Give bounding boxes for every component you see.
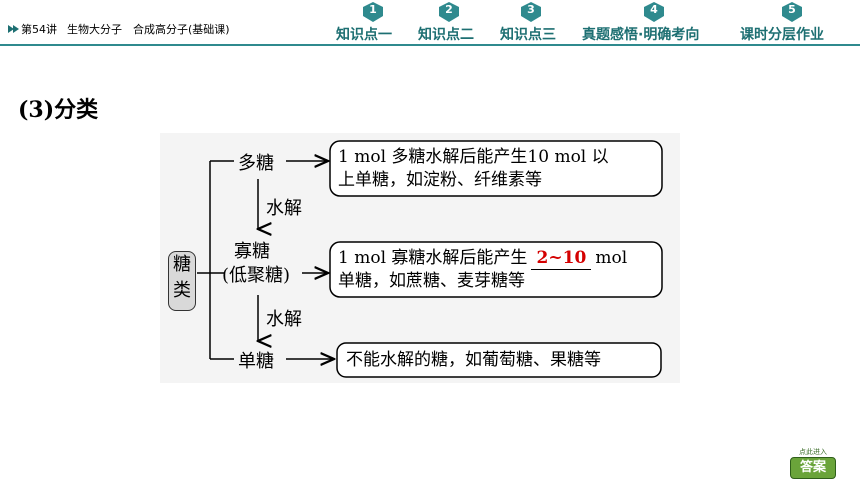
answer-hint: 点此进入 [799, 448, 827, 456]
answer-blank: 2~10 [531, 247, 592, 270]
category-box-sugar: 糖 类 [168, 251, 196, 311]
diagram-connectors [197, 140, 663, 378]
tab-homework[interactable]: 5 课时分层作业 [740, 0, 852, 46]
tab-label: 课时分层作业 [740, 27, 824, 43]
oligosaccharide-desc-line2: 单糖，如蔗糖、麦芽糖等 [338, 271, 525, 291]
tab-knowledge-point-1[interactable]: 1 知识点一 [336, 0, 410, 46]
hydrolysis-label: 水解 [266, 309, 302, 330]
tab-knowledge-point-2[interactable]: 2 知识点二 [418, 0, 492, 46]
number-badge-icon: 4 [642, 1, 666, 23]
number-badge-icon: 2 [437, 1, 461, 23]
header-divider [0, 44, 860, 46]
tab-label: 知识点一 [336, 27, 392, 43]
desc-text: mol [595, 248, 628, 268]
node-polysaccharide: 多糖 [238, 153, 274, 174]
breadcrumb: 第54讲 生物大分子 合成高分子(基础课) [8, 21, 230, 37]
tab-label: 真题感悟·明确考向 [582, 27, 700, 43]
double-play-icon [8, 25, 19, 33]
category-char: 糖 [173, 254, 191, 275]
node-oligosaccharide: 寡糖 [234, 241, 270, 262]
monosaccharide-desc: 不能水解的糖，如葡萄糖、果糖等 [346, 350, 601, 370]
tab-exam-insight[interactable]: 4 真题感悟·明确考向 [582, 0, 730, 46]
tab-knowledge-point-3[interactable]: 3 知识点三 [500, 0, 574, 46]
node-oligosaccharide-alt: (低聚糖) [222, 265, 291, 286]
tab-label: 知识点三 [500, 27, 556, 43]
answer-label: 答案 [790, 457, 836, 479]
tab-label: 知识点二 [418, 27, 474, 43]
show-answer-button[interactable]: 点此进入 答案 [786, 447, 840, 479]
lecture-topic: 生物大分子 合成高分子(基础课) [67, 23, 230, 36]
polysaccharide-desc-line2: 上单糖，如淀粉、纤维素等 [338, 170, 542, 190]
category-char: 类 [173, 280, 191, 301]
sugar-classification-diagram: 糖 类 多糖 水解 寡糖 (低聚糖) 水解 单糖 1 mol 多糖水解后能产生1… [160, 133, 680, 383]
number-badge-icon: 5 [780, 1, 804, 23]
node-monosaccharide: 单糖 [238, 351, 274, 372]
number-badge-icon: 3 [519, 1, 543, 23]
section-title: (3)分类 [18, 97, 99, 123]
polysaccharide-desc-line1: 1 mol 多糖水解后能产生10 mol 以 [338, 147, 609, 167]
desc-text: 1 mol 寡糖水解后能产生 [338, 248, 528, 268]
hydrolysis-label: 水解 [266, 198, 302, 219]
number-badge-icon: 1 [361, 1, 385, 23]
header-bar: 第54讲 生物大分子 合成高分子(基础课) 1 知识点一 2 知识点二 3 知识… [0, 0, 860, 46]
lecture-number: 第54讲 [21, 23, 57, 36]
